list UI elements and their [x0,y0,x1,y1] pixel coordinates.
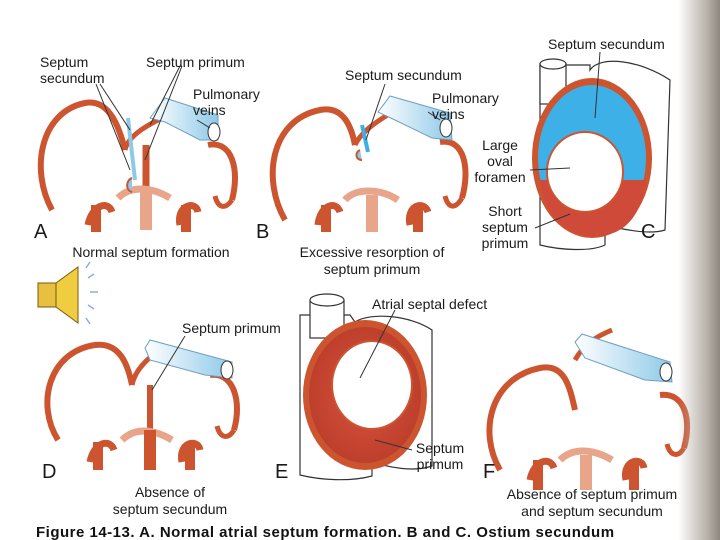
panel-b-heart [269,83,469,232]
label-c-large-oval-foramen: Large oval foramen [474,137,526,185]
label-a-pulmonary-veins: Pulmonary veins [193,86,260,118]
panel-letter-c: C [641,221,656,243]
figure-legend-text: Figure 14-13. A. Normal atrial septum fo… [36,524,615,540]
label-a-septum-secundum: Septum secundum [40,54,105,86]
speaker-art [37,261,98,325]
panel-letter-e: E [275,461,289,483]
panel-d-heart [44,335,240,470]
label-a-septum-primum: Septum primum [146,54,245,70]
caption-a: Normal septum formation [72,244,230,260]
label-e-septum-primum: Septum primum [415,440,465,472]
label-e-atrial-septal-defect: Atrial septal defect [372,296,488,312]
label-b-pulmonary-veins: Pulmonary veins [432,90,499,122]
figure-legend-strip: Figure 14-13. A. Normal atrial septum fo… [0,524,720,540]
panel-e-heart [299,293,433,481]
page-edge-shadow [678,0,720,540]
caption-f: Absence of septum primum and septum secu… [506,486,678,519]
panel-f-heart [486,327,691,490]
panel-c-heart [529,51,671,251]
label-c-septum-secundum: Septum secundum [548,36,665,52]
panel-letter-f: F [483,461,496,483]
panel-a-heart [37,65,238,232]
panel-letter-d: D [42,461,57,483]
label-b-septum-secundum: Septum secundum [345,67,462,83]
label-c-short-septum-primum: Short septum primum [481,203,529,251]
panel-letter-b: B [256,221,270,243]
caption-d: Absence of septum secundum [112,484,228,517]
label-d-septum-primum: Septum primum [182,320,281,336]
panel-letter-a: A [34,221,48,243]
speaker-icon[interactable] [32,262,112,332]
caption-b: Excessive resorption of septum primum [299,244,445,277]
